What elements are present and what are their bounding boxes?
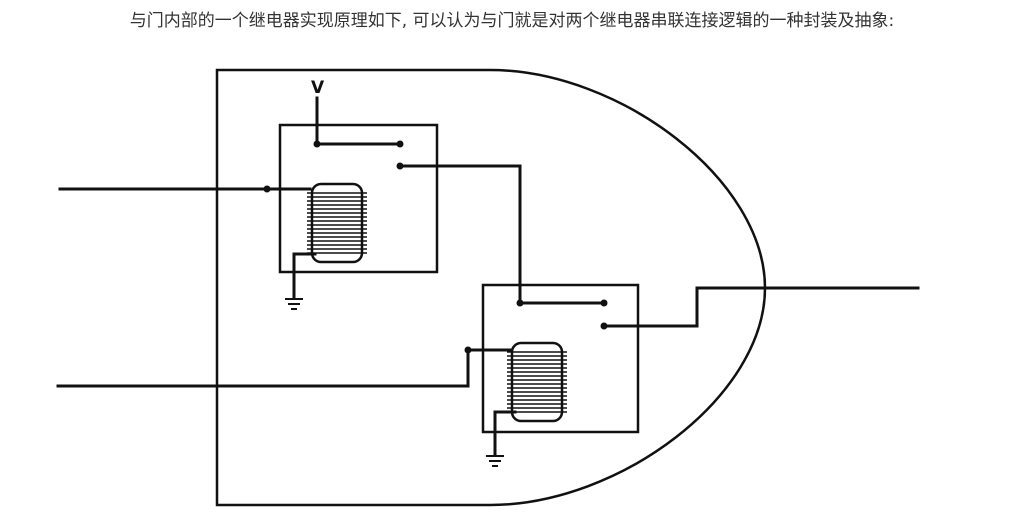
- ground-1-icon: [285, 298, 303, 310]
- output-wire: [602, 286, 920, 328]
- relay-2-contact-b: [600, 299, 608, 307]
- voltage-label: V: [311, 78, 325, 98]
- ground-2-icon: [486, 455, 504, 467]
- relay-1-coil: [310, 182, 364, 264]
- input-b-junction: [464, 346, 472, 354]
- relay-2-coil: [510, 341, 564, 423]
- and-gate-outline: [215, 68, 767, 507]
- relay-1: V: [278, 78, 439, 300]
- relay-2: [481, 283, 640, 457]
- relay-2-ground-wire: [493, 410, 517, 457]
- input-a-junction: [263, 185, 271, 193]
- relay-2-contact-a: [516, 299, 524, 307]
- relay-1-supply-wire: [315, 96, 402, 146]
- input-b-wire: [56, 348, 514, 388]
- relay-1-box: [278, 123, 439, 274]
- relay-1-contact-b: [396, 140, 404, 148]
- relay-2-box: [481, 283, 640, 434]
- relay-2-coil-windings: [507, 351, 567, 413]
- caption-text: 与门内部的一个继电器实现原理如下, 可以认为与门就是对两个继电器串联连接逻辑的一…: [129, 11, 895, 31]
- relay-1-coil-windings: [307, 192, 367, 254]
- relay-1-ground-wire: [292, 252, 317, 300]
- relay-1-contact-a: [313, 140, 321, 148]
- series-link-wire: [398, 164, 522, 305]
